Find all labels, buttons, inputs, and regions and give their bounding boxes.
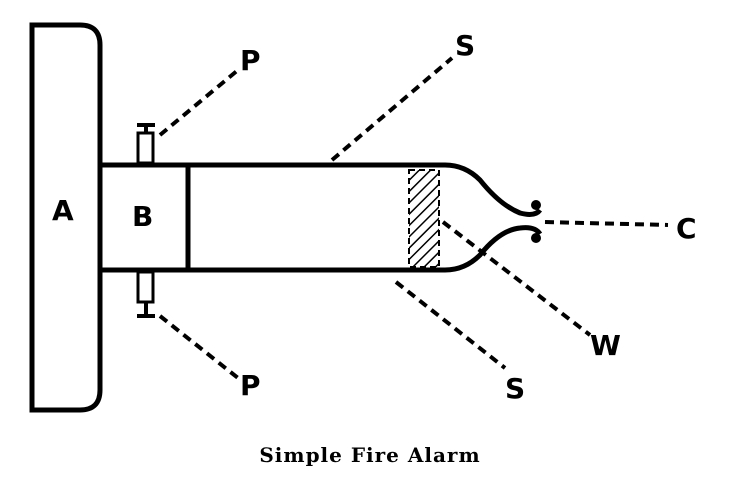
- label-c: C: [676, 212, 697, 245]
- wax-plug: [408, 169, 440, 268]
- leader-s-bottom: [394, 280, 507, 370]
- block-a: [29, 22, 103, 413]
- leader-p-bottom: [158, 314, 240, 380]
- tube: [100, 162, 543, 273]
- contact-bottom: [531, 233, 541, 243]
- caption: Simple Fire Alarm: [259, 443, 480, 467]
- leader-s-top: [330, 56, 454, 162]
- contact-top: [531, 200, 541, 210]
- binding-post-bottom: [136, 270, 155, 318]
- label-w: W: [590, 329, 621, 362]
- label-a: A: [52, 194, 74, 227]
- binding-post-top: [136, 123, 155, 165]
- label-p-top: P: [240, 44, 261, 77]
- leader-c: [544, 220, 669, 227]
- label-s-top: S: [455, 29, 475, 62]
- label-b: B: [132, 200, 153, 233]
- leader-w: [441, 220, 592, 337]
- label-p-bottom: P: [240, 369, 261, 402]
- leader-p-top: [158, 68, 240, 137]
- label-s-bottom: S: [505, 372, 525, 405]
